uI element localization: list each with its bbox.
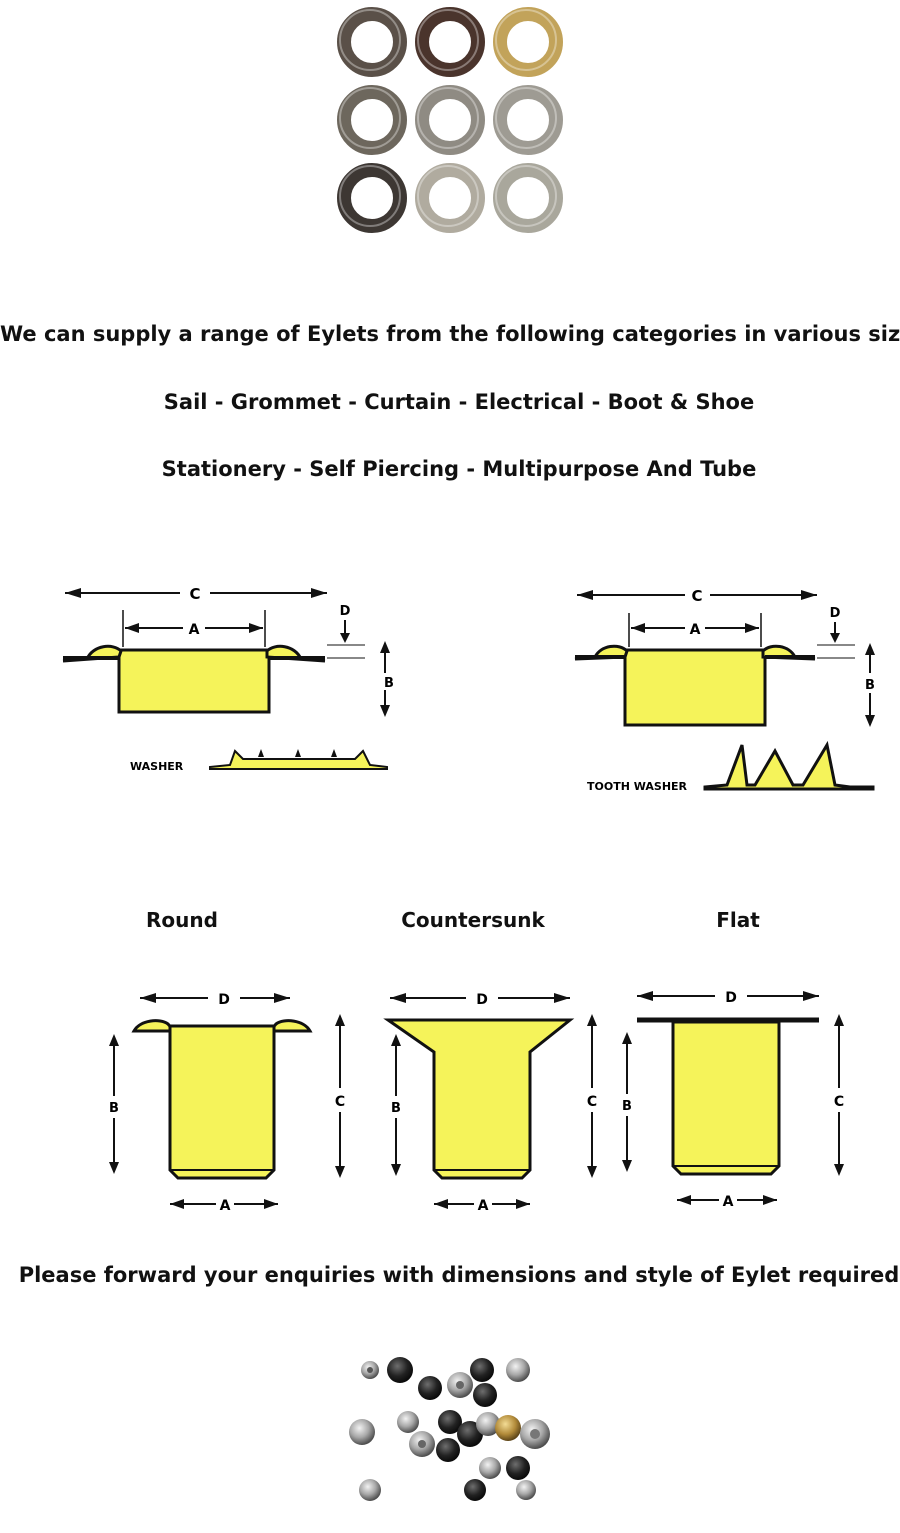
dim-d-label: D bbox=[340, 604, 351, 619]
dim-d-label: D bbox=[476, 992, 488, 1008]
dim-a-label: A bbox=[478, 1198, 489, 1214]
intro-line-1: We can supply a range of Eylets from the… bbox=[0, 322, 900, 346]
eyelet-ring-highlight bbox=[495, 87, 557, 149]
dim-d-label: D bbox=[725, 990, 737, 1006]
eyelet-ring-highlight bbox=[417, 87, 479, 149]
eyelet-ring bbox=[415, 7, 485, 77]
dim-d-label: D bbox=[830, 606, 841, 621]
eyelet-ring-highlight bbox=[339, 165, 401, 227]
eyelet-ring bbox=[337, 163, 407, 233]
eyelet-ring-highlight bbox=[417, 165, 479, 227]
washer-caption: WASHER bbox=[130, 760, 184, 773]
intro-line-2: Sail - Grommet - Curtain - Electrical - … bbox=[163, 390, 755, 414]
dim-d-label: D bbox=[218, 992, 230, 1008]
eyelet-ring-highlight bbox=[495, 165, 557, 227]
dim-c-label: C bbox=[189, 585, 200, 603]
eyelets-photo bbox=[337, 7, 563, 233]
tooth-washer-caption: TOOTH WASHER bbox=[587, 780, 688, 793]
dim-c-label: C bbox=[335, 1094, 345, 1110]
eyelet-ring bbox=[415, 85, 485, 155]
eyelet-ring-highlight bbox=[339, 9, 401, 71]
dim-a-label: A bbox=[220, 1198, 231, 1214]
dim-c-label: C bbox=[834, 1094, 844, 1110]
eyelet-ring-highlight bbox=[339, 87, 401, 149]
dim-a-label: A bbox=[723, 1194, 734, 1210]
dim-c-label: C bbox=[587, 1094, 597, 1110]
tooth-washer-eyelet-diagram: C A D B TOOTH WASHER bbox=[574, 587, 875, 793]
round-eyelet-diagram: D B C A bbox=[109, 992, 345, 1214]
dim-a-label: A bbox=[690, 622, 701, 638]
dim-b-label: B bbox=[384, 676, 394, 691]
dim-b-label: B bbox=[865, 678, 875, 693]
snap-fasteners-photo bbox=[349, 1357, 550, 1501]
flat-eyelet-diagram: D B C A bbox=[622, 990, 844, 1210]
eyelet-ring bbox=[337, 7, 407, 77]
dim-a-label: A bbox=[189, 622, 200, 638]
intro-line-3: Stationery - Self Piercing - Multipurpos… bbox=[161, 457, 757, 481]
dim-b-label: B bbox=[109, 1101, 119, 1116]
eyelet-ring bbox=[493, 163, 563, 233]
countersunk-eyelet-diagram: D B C A bbox=[383, 992, 597, 1214]
enquiry-note: Please forward your enquiries with dimen… bbox=[18, 1263, 900, 1287]
style-label-round: Round bbox=[146, 908, 218, 932]
eyelet-ring bbox=[415, 163, 485, 233]
eyelet-ring-highlight bbox=[495, 9, 557, 71]
style-label-countersunk: Countersunk bbox=[401, 908, 545, 932]
dim-b-label: B bbox=[391, 1101, 401, 1116]
eyelet-ring bbox=[337, 85, 407, 155]
washer-eyelet-diagram: C A D B WASHER bbox=[62, 585, 394, 773]
eyelet-ring bbox=[493, 85, 563, 155]
eyelet-ring-highlight bbox=[417, 9, 479, 71]
style-label-flat: Flat bbox=[716, 908, 760, 932]
dim-c-label: C bbox=[691, 587, 702, 605]
eyelet-ring bbox=[493, 7, 563, 77]
dim-b-label: B bbox=[622, 1099, 632, 1114]
